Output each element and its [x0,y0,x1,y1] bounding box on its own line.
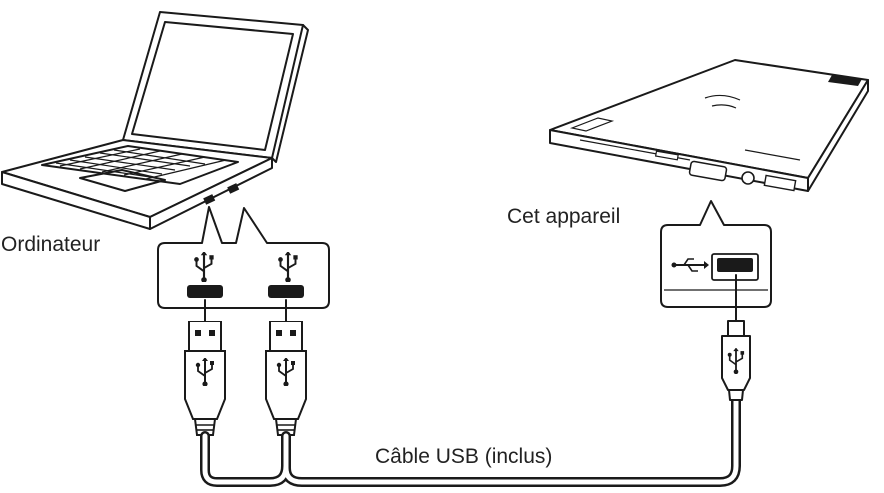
usb-port-right [268,285,304,298]
laptop-ports-callout [157,206,330,309]
cable-label: Câble USB (inclus) [375,445,552,468]
usb-cable [200,393,741,487]
computer-label: Ordinateur [1,233,100,256]
optical-drive-icon [549,59,869,192]
usb-port-left [187,285,223,298]
laptop-icon [1,11,309,230]
mini-usb-port [717,258,753,272]
device-port-callout [660,200,772,308]
device-label: Cet appareil [507,205,620,228]
usb-symbol-icon [671,258,709,272]
usb-mini-b-plug-icon [721,320,751,401]
